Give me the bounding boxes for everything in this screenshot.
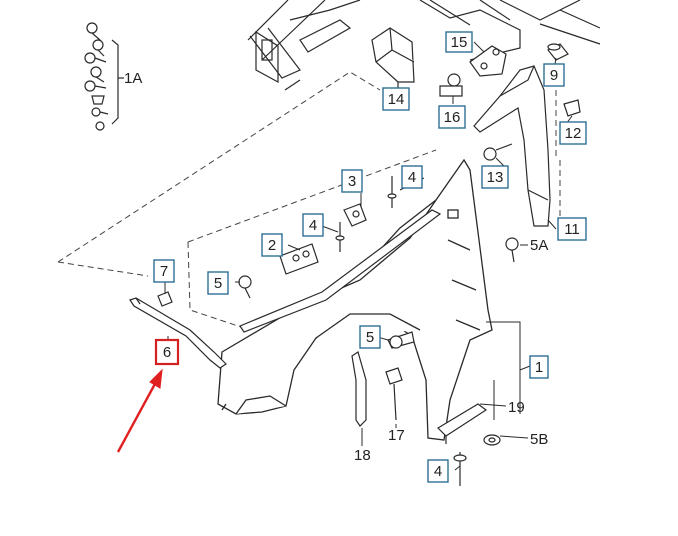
callout-17: 17 (388, 427, 405, 444)
callout-19: 19 (508, 399, 525, 416)
callout-12: 12 (565, 125, 582, 142)
callout-15: 15 (451, 34, 468, 51)
screw-13-icon (483, 143, 513, 161)
callout-box-7 (153, 259, 175, 283)
body-structure-top (247, 0, 601, 91)
sleeve-9-icon (547, 43, 569, 61)
callout-box-6-highlight (154, 338, 180, 366)
callout-4c: 4 (434, 463, 442, 480)
stud-4-icon (335, 176, 467, 486)
callout-1A: 1A (124, 70, 142, 87)
trim-strip-18 (351, 351, 367, 427)
screw-5-icon (238, 237, 519, 349)
fender-panel (217, 158, 493, 441)
callout-box-1 (529, 355, 549, 379)
pillar-trim-11 (473, 65, 551, 227)
callout-1: 1 (535, 359, 543, 376)
callout-box-11 (557, 217, 587, 241)
screw-icon (91, 107, 109, 117)
plain-labels: 5A 5B 19 17 18 (354, 237, 548, 464)
callout-box-3 (341, 169, 363, 193)
callout-box-4c (427, 459, 449, 483)
screw-icon (90, 66, 105, 83)
callout-box-5b (359, 325, 381, 349)
callout-9: 9 (550, 67, 558, 84)
callout-box-4b (302, 213, 324, 237)
screw-icon (84, 80, 107, 92)
callout-6: 6 (163, 344, 171, 361)
callout-3: 3 (348, 173, 356, 190)
callout-box-4a (401, 165, 423, 189)
callout-5b: 5 (366, 329, 374, 346)
callout-13: 13 (487, 169, 504, 186)
callout-box-12 (559, 121, 587, 145)
bolt-16-icon (439, 73, 463, 97)
screw-icon (86, 22, 101, 41)
screw-group-1A (84, 22, 124, 131)
washer-5B-icon (483, 434, 501, 446)
dashed-outline (57, 70, 561, 331)
callout-5A: 5A (530, 237, 548, 254)
callout-14: 14 (388, 91, 405, 108)
callout-5a: 5 (214, 275, 222, 292)
screw-icon (92, 39, 105, 57)
bracket-19 (437, 403, 488, 444)
callout-box-16 (438, 105, 466, 129)
clip-icon (91, 95, 105, 105)
callout-2: 2 (268, 237, 276, 254)
callout-labels: 15 9 14 16 12 13 3 4 4 11 2 7 5 5 1 4 6 (160, 34, 582, 480)
callout-18: 18 (354, 447, 371, 464)
callout-7: 7 (160, 263, 168, 280)
seal-strip-6 (129, 297, 227, 369)
callout-box-15 (445, 31, 473, 53)
nut-icon (95, 121, 105, 131)
callout-box-9 (543, 63, 565, 87)
fender-top-rail (239, 203, 442, 333)
callout-box-2 (261, 233, 283, 257)
callout-box-5a (207, 271, 229, 295)
callout-box-14 (382, 87, 410, 111)
screw-icon (84, 52, 107, 64)
callout-11: 11 (564, 221, 580, 238)
callout-boxes (153, 31, 587, 483)
callout-4b: 4 (309, 217, 317, 234)
plug-17-icon (385, 367, 403, 421)
callout-16: 16 (444, 109, 461, 126)
callout-box-13 (481, 165, 509, 189)
callout-4a: 4 (408, 169, 416, 186)
red-pointer-arrow (116, 368, 163, 453)
part-14-block (371, 27, 415, 88)
clip-12-icon (563, 99, 581, 117)
part-15-bracket (469, 45, 507, 77)
nut-7-icon (157, 291, 173, 307)
callout-5B: 5B (530, 431, 548, 448)
